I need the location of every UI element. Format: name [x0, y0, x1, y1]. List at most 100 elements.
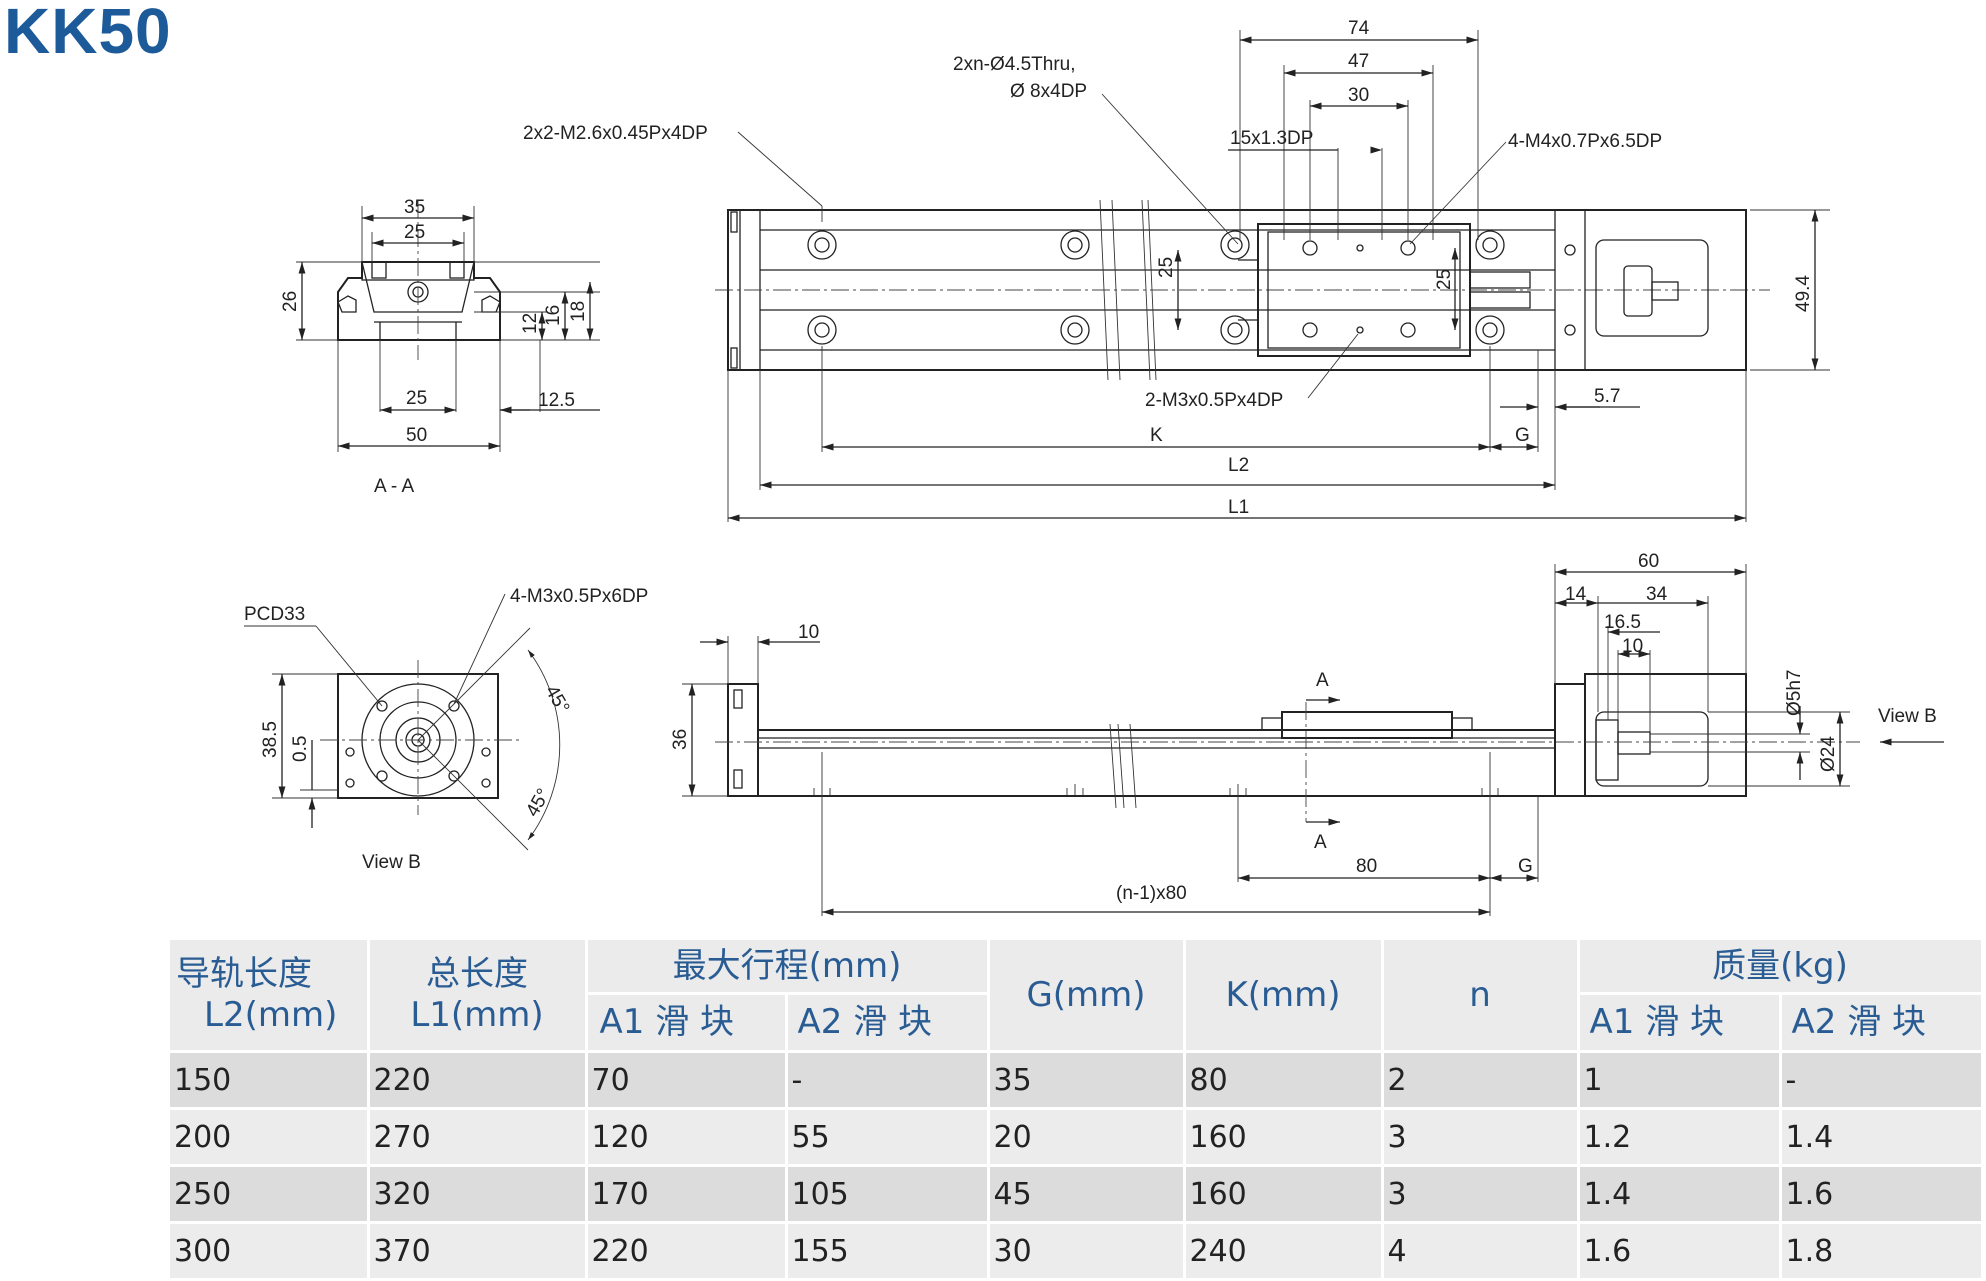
header-total-length: 总长度 L1(mm): [368, 940, 588, 1053]
dim-47: 47: [1348, 51, 1369, 72]
callout-m4: 4-M4x0.7Px6.5DP: [1508, 131, 1662, 152]
header-rail-length-cn: 导轨长度: [176, 954, 312, 995]
cell-total-length: 370: [368, 1222, 588, 1281]
dim-30: 30: [1348, 85, 1369, 106]
dim-50: 50: [406, 425, 427, 446]
dim-shaft-dia: Ø5h7: [1784, 670, 1805, 716]
cell-rail-length: 150: [170, 1051, 370, 1110]
header-total-length-unit: L1(mm): [410, 995, 544, 1035]
dim-angle-45-bottom: 45°: [522, 785, 555, 820]
mounting-holes: [807, 230, 1576, 345]
dim-l1: L1: [1228, 497, 1249, 518]
cell-stroke-a1: 120: [586, 1108, 788, 1167]
dim-16-5: 16.5: [1604, 612, 1641, 633]
dim-49-4: 49.4: [1793, 275, 1814, 312]
header-k: K(mm): [1184, 940, 1384, 1053]
dim-25-aa-bottom: 25: [406, 388, 427, 409]
dim-18: 18: [568, 301, 589, 322]
cell-n: 3: [1382, 1108, 1580, 1167]
header-mass-a2: A2 滑 块: [1780, 993, 1984, 1053]
dim-0-5: 0.5: [290, 736, 311, 762]
dim-16: 16: [543, 305, 564, 326]
cell-total-length: 220: [368, 1051, 588, 1110]
dim-angle-45-top: 45°: [541, 682, 574, 717]
cell-k: 160: [1184, 1165, 1384, 1224]
top-view: 74 47 30 15x1.3DP 25 25 49.4 2xn-Ø4.5Thr…: [523, 18, 1830, 522]
cell-mass-a2: 1.4: [1780, 1108, 1984, 1167]
header-g: G(mm): [988, 940, 1186, 1053]
callout-pcd33: PCD33: [244, 604, 305, 625]
callout-m2-6: 2x2-M2.6x0.45Px4DP: [523, 123, 708, 144]
dim-38-5: 38.5: [260, 721, 281, 758]
cell-k: 240: [1184, 1222, 1384, 1281]
header-rail-length: 导轨长度 L2(mm): [170, 940, 370, 1053]
dim-35: 35: [404, 197, 425, 218]
cell-total-length: 320: [368, 1165, 588, 1224]
spec-table: 导轨长度 L2(mm) 总长度 L1(mm) 最大行程(mm) G(mm) K(…: [170, 940, 1984, 1281]
dim-10-right: 10: [1622, 636, 1643, 657]
dim-5-7: 5.7: [1594, 386, 1620, 407]
dim-34: 34: [1646, 584, 1668, 605]
cell-rail-length: 200: [170, 1108, 370, 1167]
dim-25-aa-top: 25: [404, 222, 425, 243]
section-mark-a-bottom: A: [1314, 832, 1327, 853]
cell-g: 45: [988, 1165, 1186, 1224]
cell-total-length: 270: [368, 1108, 588, 1167]
dim-g-top: G: [1515, 425, 1530, 446]
cell-g: 20: [988, 1108, 1186, 1167]
cell-stroke-a2: 55: [786, 1108, 990, 1167]
side-holes: [813, 752, 1499, 796]
product-title: KK50: [4, 0, 172, 67]
dim-25-left: 25: [1156, 257, 1177, 278]
cell-stroke-a2: 105: [786, 1165, 990, 1224]
table-row: 150 220 70 - 35 80 2 1 -: [170, 1051, 1984, 1110]
cell-k: 80: [1184, 1051, 1384, 1110]
view-b: 45° 45° 38.5 0.5 PCD33 4-M3x0.5Px6DP Vie…: [244, 586, 648, 873]
section-mark-a-top: A: [1316, 670, 1329, 691]
cell-stroke-a2: 155: [786, 1222, 990, 1281]
header-stroke-a2: A2 滑 块: [786, 993, 990, 1053]
dim-74: 74: [1348, 18, 1370, 39]
header-n: n: [1382, 940, 1580, 1053]
view-b-label: View B: [1878, 706, 1937, 727]
side-view: A A 10 36 60 14 34 16.5: [670, 551, 1944, 916]
cell-n: 2: [1382, 1051, 1580, 1110]
cell-stroke-a1: 170: [586, 1165, 788, 1224]
header-max-stroke: 最大行程(mm): [586, 940, 990, 995]
cell-mass-a2: -: [1780, 1051, 1984, 1110]
dim-g-side: G: [1518, 856, 1533, 877]
dim-12-5: 12.5: [538, 390, 575, 411]
cell-mass-a1: 1.6: [1578, 1222, 1782, 1281]
header-mass-a1: A1 滑 块: [1578, 993, 1782, 1053]
dim-k: K: [1150, 425, 1163, 446]
header-stroke-a1: A1 滑 块: [586, 993, 788, 1053]
section-aa-view: 35 25 26 12 16 18 25 12.5 50 A - A: [280, 197, 600, 497]
technical-drawing: 74 47 30 15x1.3DP 25 25 49.4 2xn-Ø4.5Thr…: [244, 18, 1944, 916]
cell-k: 160: [1184, 1108, 1384, 1167]
cell-stroke-a2: -: [786, 1051, 990, 1110]
header-mass: 质量(kg): [1578, 940, 1984, 995]
cell-stroke-a1: 220: [586, 1222, 788, 1281]
dim-25-right: 25: [1434, 269, 1455, 290]
dim-slot-depth: 15x1.3DP: [1230, 128, 1313, 149]
header-rail-length-unit: L2(mm): [204, 995, 338, 1035]
dim-12: 12: [520, 313, 541, 334]
cell-g: 35: [988, 1051, 1186, 1110]
cell-rail-length: 300: [170, 1222, 370, 1281]
cell-mass-a1: 1: [1578, 1051, 1782, 1110]
cell-n: 3: [1382, 1165, 1580, 1224]
callout-m3-b: 4-M3x0.5Px6DP: [510, 586, 648, 607]
cell-mass-a2: 1.8: [1780, 1222, 1984, 1281]
dim-14: 14: [1565, 584, 1587, 605]
dim-10-left: 10: [798, 622, 819, 643]
cell-rail-length: 250: [170, 1165, 370, 1224]
dim-l2: L2: [1228, 455, 1249, 476]
view-b-caption: View B: [362, 852, 421, 873]
header-total-length-cn: 总长度: [426, 954, 528, 995]
cell-mass-a2: 1.6: [1780, 1165, 1984, 1224]
dim-26: 26: [280, 291, 301, 312]
dim-36: 36: [670, 729, 691, 750]
dim-pitch: (n-1)x80: [1116, 883, 1187, 904]
dim-60: 60: [1638, 551, 1659, 572]
section-aa-caption: A - A: [374, 476, 414, 497]
